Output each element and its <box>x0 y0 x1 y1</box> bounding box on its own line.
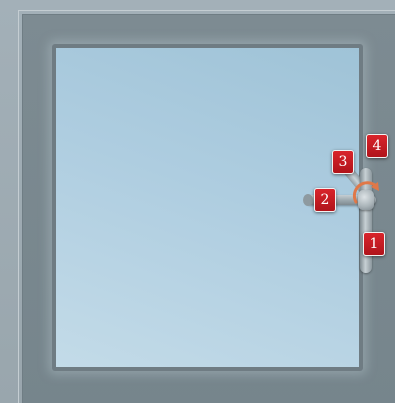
marker-1[interactable]: 1 <box>363 232 385 256</box>
marker-4[interactable]: 4 <box>366 134 388 158</box>
marker-3[interactable]: 3 <box>332 150 354 174</box>
handle-end-knob <box>303 194 313 206</box>
marker-2[interactable]: 2 <box>314 188 336 212</box>
handle-hub <box>358 190 374 210</box>
